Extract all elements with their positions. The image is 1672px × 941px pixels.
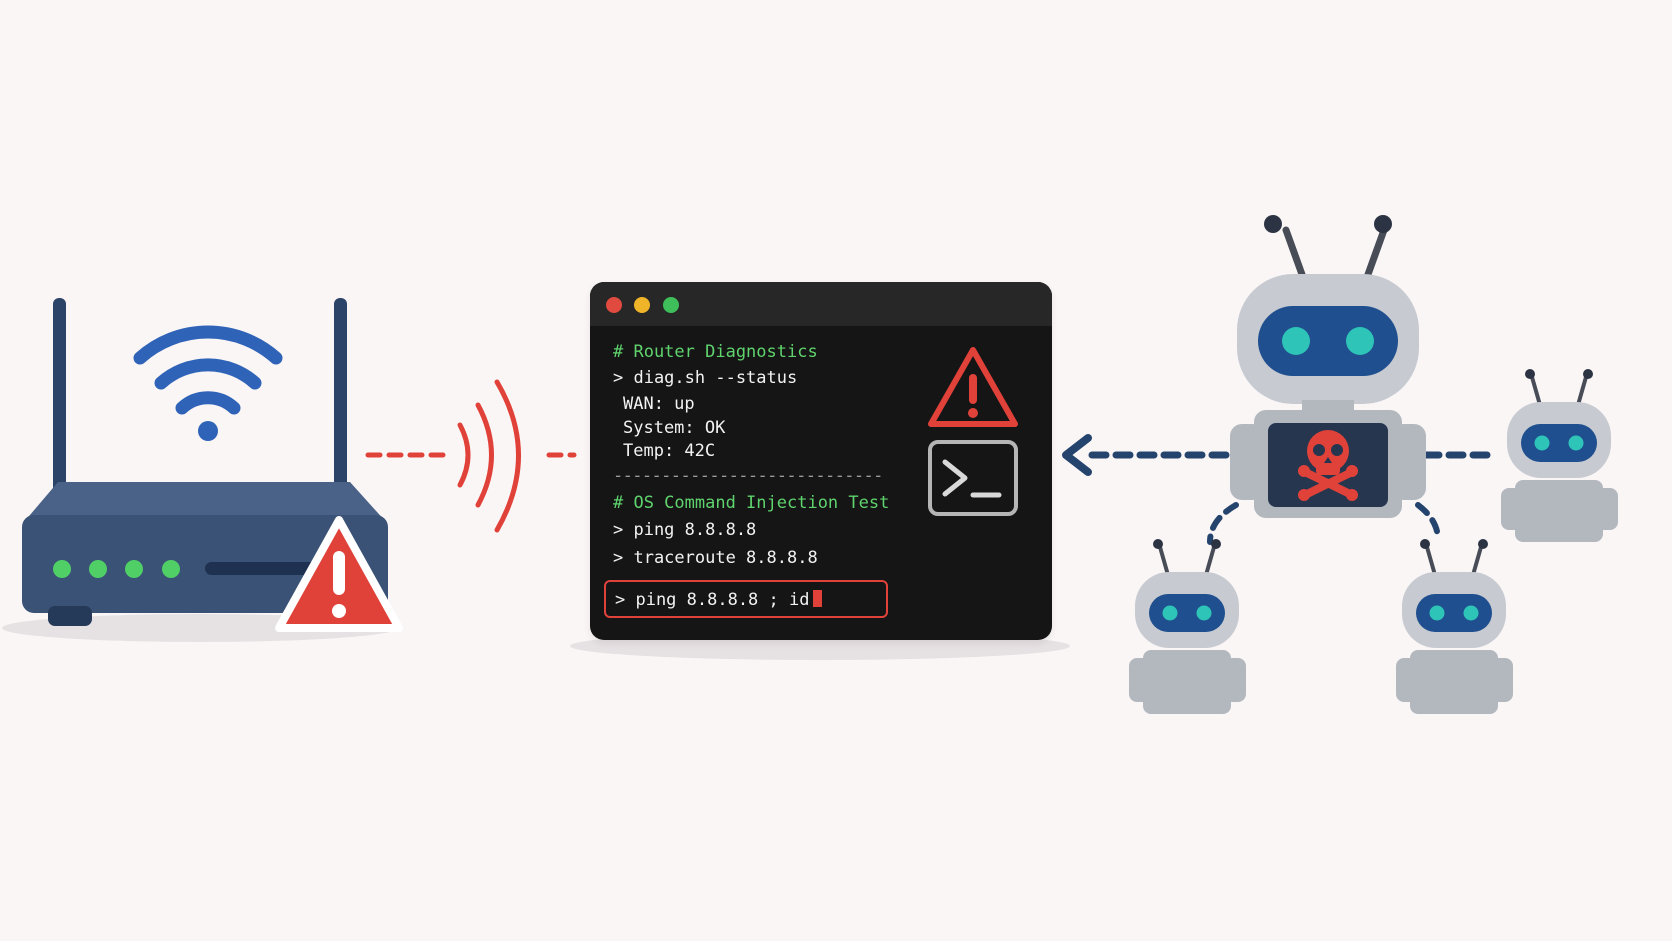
wifi-icon [133, 325, 283, 441]
botnet-robot-bottom-right [1396, 539, 1513, 714]
router-top [24, 482, 386, 522]
injected-command-box[interactable]: > ping 8.8.8.8 ; id [604, 580, 888, 618]
router-led-1 [53, 560, 71, 578]
router-led-3 [125, 560, 143, 578]
signal-waves-icon [365, 379, 577, 533]
warning-icon [928, 347, 1018, 427]
skull-crossbones-icon [1298, 430, 1358, 501]
terminal-comment-diagnostics: # Router Diagnostics [613, 342, 818, 362]
terminal-side-icons [928, 347, 1018, 516]
botnet-robot-right [1501, 369, 1618, 542]
botnet-link-arrow [1062, 434, 1496, 545]
minimize-dot[interactable] [634, 297, 650, 313]
terminal-window: # Router Diagnostics > diag.sh --status … [590, 282, 1052, 640]
terminal-command-ping: > ping 8.8.8.8 [613, 520, 757, 540]
terminal-titlebar [590, 282, 1052, 326]
router-foot-left [48, 606, 92, 626]
injected-command-line[interactable]: > ping 8.8.8.8 ; id [615, 590, 823, 610]
terminal-comment-injection: # OS Command Injection Test [613, 493, 890, 513]
warning-icon [275, 516, 403, 632]
botnet-robot-bottom-left [1129, 539, 1246, 714]
router-antenna-right [334, 298, 347, 494]
router-icon [2, 298, 398, 642]
router-vent-slot [205, 562, 325, 575]
router-led-4 [162, 560, 180, 578]
router-antenna-left [53, 298, 66, 494]
terminal-prompt-icon [928, 440, 1018, 516]
maximize-dot[interactable] [663, 297, 679, 313]
router-led-2 [89, 560, 107, 578]
text-cursor [813, 590, 823, 607]
terminal-command-traceroute: > traceroute 8.8.8.8 [613, 548, 818, 568]
terminal-output-temp: Temp: 42C [623, 441, 716, 461]
terminal-output-wan: WAN: up [623, 394, 695, 414]
terminal-output-system: System: OK [623, 418, 726, 438]
injected-command-text: > ping 8.8.8.8 ; id [615, 590, 810, 610]
terminal-command-diag: > diag.sh --status [613, 368, 798, 388]
terminal-divider: ---------------------------- [613, 466, 883, 486]
close-dot[interactable] [606, 297, 622, 313]
